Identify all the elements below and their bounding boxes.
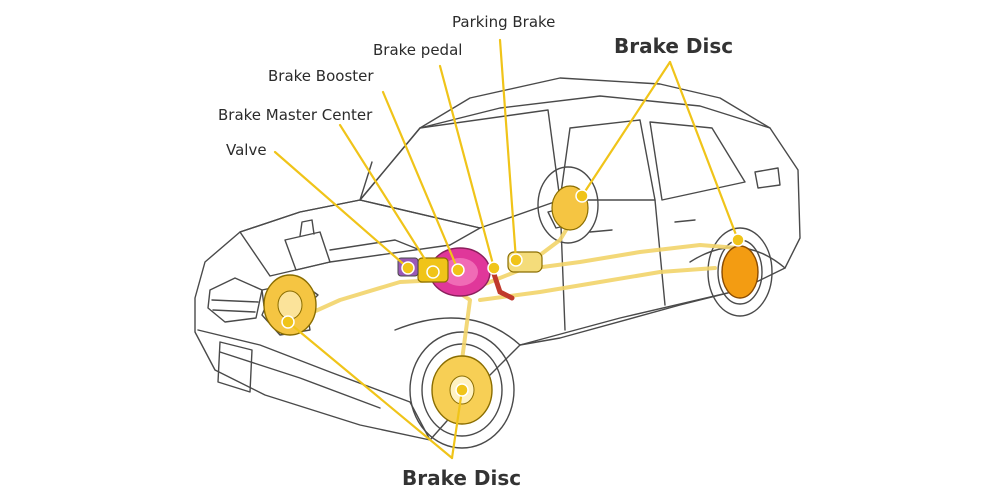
rear-right-brake-disc-part [721, 245, 759, 299]
callout-lines [273, 38, 740, 460]
brake-pedal-part [489, 265, 515, 301]
label-brake-disc-rear: Brake Disc [614, 34, 734, 58]
car-outline [194, 77, 801, 449]
label-brake-master-center: Brake Master Center [218, 106, 373, 124]
label-brake-disc-front: Brake Disc [402, 466, 522, 490]
label-parking-brake: Parking Brake [452, 13, 556, 31]
label-brake-pedal: Brake pedal [373, 41, 463, 59]
label-brake-booster: Brake Booster [268, 67, 374, 85]
callout-dots [281, 189, 745, 397]
brake-lines [298, 213, 740, 362]
label-valve: Valve [226, 141, 267, 159]
